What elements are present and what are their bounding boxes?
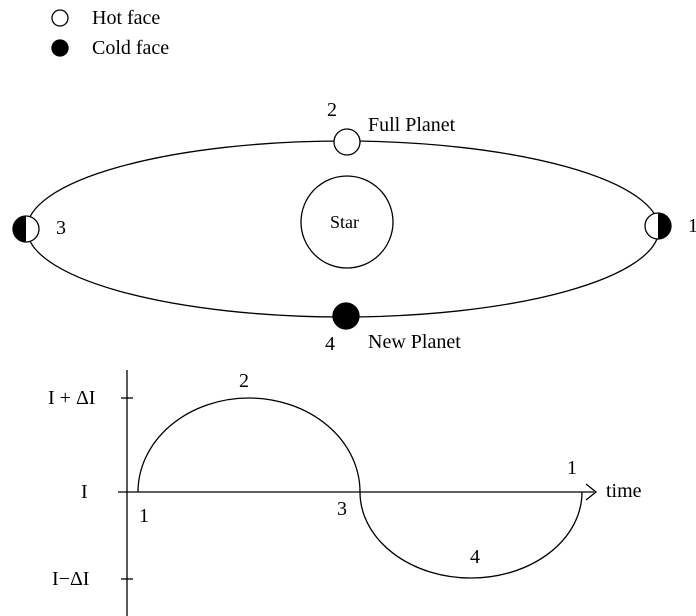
hot-face-legend-icon — [51, 9, 69, 27]
orbit-diagram: Star 2 Full Planet 4 New Planet 3 1 — [12, 99, 696, 355]
curve-point-end-label: 1 — [567, 457, 577, 479]
position-4-label: 4 — [325, 333, 335, 355]
position-1-label: 1 — [688, 215, 696, 237]
x-axis-arrow-icon — [585, 483, 598, 501]
light-curve — [137, 397, 583, 579]
cold-face-legend-icon — [51, 39, 69, 57]
position-2-label: 2 — [327, 99, 337, 121]
star-circle — [300, 175, 394, 269]
new-planet-icon — [332, 302, 360, 330]
half-planet-left-icon — [12, 215, 40, 243]
curve-point-trough-label: 4 — [470, 546, 480, 568]
legend: Hot face Cold face — [51, 7, 169, 59]
light-curve-graph: time I + ΔI I I−ΔI 1 2 3 4 1 — [48, 370, 642, 616]
y-label-high: I + ΔI — [48, 387, 95, 409]
curve-point-start-label: 1 — [139, 505, 149, 527]
position-3-label: 3 — [56, 217, 66, 239]
new-planet-label: New Planet — [368, 331, 461, 353]
half-planet-right-icon — [644, 212, 672, 240]
star-label: Star — [330, 212, 359, 232]
curve-point-cross-label: 3 — [337, 498, 347, 520]
cold-face-legend-label: Cold face — [92, 37, 169, 59]
full-planet-label: Full Planet — [368, 114, 456, 136]
hot-face-legend-label: Hot face — [92, 7, 160, 29]
y-label-mid: I — [81, 481, 88, 503]
curve-point-peak-label: 2 — [239, 370, 249, 392]
y-label-low: I−ΔI — [52, 568, 89, 590]
full-planet-icon — [333, 128, 361, 156]
x-axis-label: time — [606, 480, 642, 502]
